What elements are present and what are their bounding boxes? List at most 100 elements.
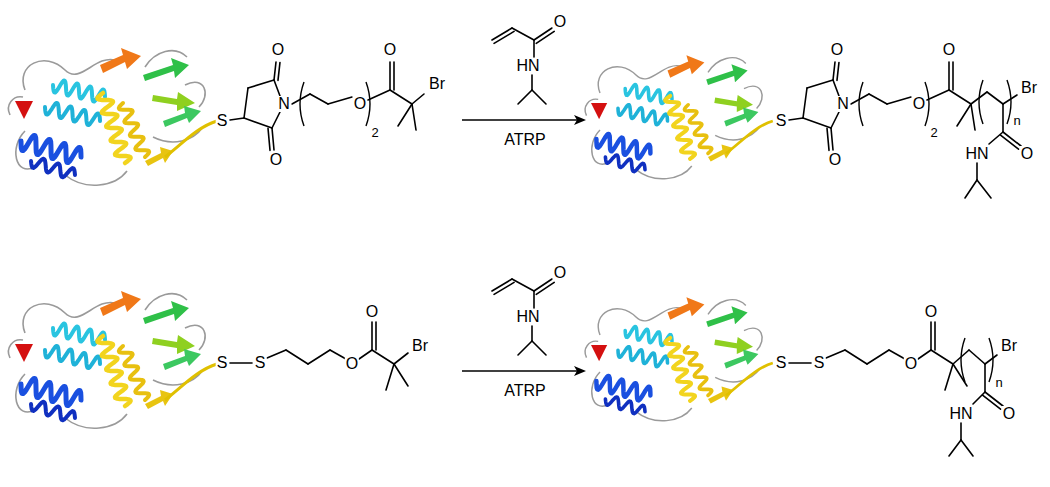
bond (398, 104, 412, 126)
bond (827, 128, 829, 150)
bond (831, 112, 839, 128)
arrow-head (574, 366, 586, 376)
bond (230, 362, 252, 364)
bond (372, 350, 394, 364)
atom-label: HN (515, 309, 540, 325)
bond (268, 128, 270, 150)
bond (375, 322, 377, 350)
bond (1002, 104, 1004, 132)
atom-label: O (924, 304, 938, 320)
bond (837, 62, 839, 80)
bond (961, 440, 973, 456)
atom-label: O (830, 42, 844, 58)
bond (412, 104, 416, 130)
bond (531, 326, 533, 341)
bond (518, 90, 532, 104)
bond (494, 31, 514, 43)
atom-label: O (271, 42, 285, 58)
subscript: n (994, 376, 1003, 389)
atom-label: S (813, 355, 826, 371)
atom-label: S (775, 113, 788, 129)
bond (532, 90, 546, 104)
atom-label: S (254, 355, 267, 371)
bond (803, 118, 831, 128)
bond (512, 279, 534, 291)
atom-label: S (216, 113, 229, 129)
bond (371, 322, 373, 350)
bond (267, 350, 286, 358)
bond (918, 350, 931, 359)
protein-ribbon (585, 55, 773, 178)
atom-label: O (553, 265, 567, 281)
bond (833, 62, 835, 80)
bond (833, 80, 839, 96)
reaction-condition: ATRP (503, 132, 546, 148)
atom-label: Br (411, 338, 429, 354)
bond (359, 350, 372, 359)
bond (286, 350, 308, 364)
atom-label: Br (428, 76, 446, 92)
bond (953, 364, 967, 386)
bond (945, 364, 953, 390)
bond (330, 350, 346, 359)
bond (949, 440, 961, 456)
bond (887, 97, 911, 104)
atom-label: O (345, 356, 359, 372)
protein-ribbon (585, 297, 773, 420)
bond (512, 28, 534, 40)
atom-label: O (828, 152, 842, 168)
reaction-arrow (462, 119, 578, 121)
structures (8, 28, 1021, 456)
bond (807, 80, 833, 88)
bond (869, 94, 887, 104)
atom-label: HN (948, 406, 973, 422)
subscript: n (1012, 114, 1021, 127)
bond (518, 341, 532, 355)
bond (948, 62, 950, 90)
bond (957, 104, 971, 126)
bond (389, 62, 391, 90)
bond (230, 118, 244, 120)
atom-label: O (942, 42, 956, 58)
bond (532, 341, 546, 355)
reaction-condition: ATRP (503, 383, 546, 399)
bond (536, 31, 554, 43)
atom-label: N (836, 96, 850, 112)
atom-label: O (904, 356, 918, 372)
bond (989, 132, 1003, 144)
subscript: 2 (370, 126, 379, 139)
bond (274, 80, 280, 96)
bond (308, 350, 330, 364)
bond (952, 62, 954, 90)
reaction-arrow (462, 370, 578, 372)
repeat-bracket (300, 82, 304, 126)
atom-label: HN (964, 146, 989, 162)
bond (394, 364, 408, 386)
bond (971, 104, 975, 130)
bond (803, 88, 807, 118)
bond (984, 364, 986, 392)
bond (244, 118, 272, 128)
bond (931, 350, 953, 364)
bond (386, 364, 394, 390)
atom-label: S (775, 355, 788, 371)
bond (976, 163, 978, 180)
bond (533, 40, 535, 57)
bond (934, 322, 936, 350)
bond (983, 395, 1001, 409)
bond (328, 97, 352, 104)
bond (927, 90, 949, 100)
atom-label: O (553, 14, 567, 30)
bond (393, 62, 395, 90)
atom-label: O (365, 304, 379, 320)
atom-label: Br (1020, 80, 1038, 96)
bond (826, 350, 845, 358)
atom-label: O (1002, 406, 1016, 422)
bond (949, 90, 971, 104)
bond (1003, 95, 1017, 104)
repeat-bracket (989, 338, 993, 382)
bond (789, 362, 811, 364)
bond (412, 94, 424, 104)
bond (244, 88, 248, 118)
bond (274, 62, 276, 80)
